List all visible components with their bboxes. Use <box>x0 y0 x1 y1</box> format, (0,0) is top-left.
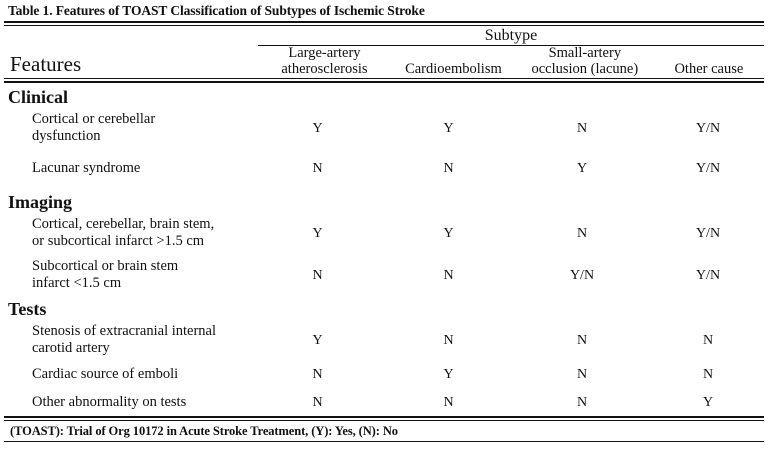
row-label-line-2: infarct <1.5 cm <box>32 275 122 291</box>
cell-value: N <box>576 225 588 241</box>
cell-value: Y <box>443 120 454 136</box>
column-header-line-2: atherosclerosis <box>281 61 368 77</box>
row-values: Y N N N <box>250 332 764 349</box>
subtype-column-headers: Large-artery atherosclerosis Cardioembol… <box>258 45 764 78</box>
row-values: Y Y N Y/N <box>250 225 764 242</box>
row-label-line-1: Lacunar syndrome <box>32 159 141 176</box>
row-label-line-1: Subcortical or brain stem <box>32 258 179 274</box>
column-header-other-cause: Other cause <box>654 61 764 78</box>
cell-value: Y <box>312 225 323 241</box>
column-header-line-1: Other cause <box>674 61 744 77</box>
cell-value: N <box>312 394 323 410</box>
cell-value: Y/N <box>695 225 721 241</box>
cell-value: N <box>312 267 323 283</box>
row-label-line-2: dysfunction <box>32 128 101 144</box>
column-header-line-1: Small-artery <box>548 45 622 61</box>
table-footnote: (TOAST): Trial of Org 10172 in Acute Str… <box>10 424 398 438</box>
section-header-imaging: Imaging <box>8 192 73 212</box>
section-header-tests: Tests <box>8 299 47 319</box>
row-label: Cortical or cerebellar dysfunction <box>4 111 250 145</box>
column-header-line-1: Cardioembolism <box>405 61 502 77</box>
table-header-bottom-rule <box>4 78 764 83</box>
row-values: N N Y Y/N <box>250 160 764 177</box>
column-header-line-1: Large-artery <box>288 45 361 61</box>
subtype-group-label: Subtype <box>484 27 538 44</box>
row-label-line-2: carotid artery <box>32 340 110 356</box>
table-top-rule <box>4 21 764 26</box>
cell-value: N <box>576 120 588 136</box>
row-label: Cortical, cerebellar, brain stem, or sub… <box>4 216 250 250</box>
cell-value: N <box>576 366 588 382</box>
table-body: Clinical Cortical or cerebellar dysfunct… <box>4 83 764 416</box>
table-row: Other abnormality on tests N N N Y <box>4 388 764 416</box>
cell-value: N <box>702 332 714 348</box>
cell-value: N <box>576 332 588 348</box>
table-row: Cardiac source of emboli N Y N N <box>4 360 764 388</box>
row-label-line-1: Cortical, cerebellar, brain stem, <box>32 216 215 232</box>
row-values: Y Y N Y/N <box>250 120 764 137</box>
table-footer-rule <box>4 416 764 421</box>
cell-value: Y <box>312 120 323 136</box>
cell-value: Y/N <box>569 267 595 283</box>
cell-value: N <box>312 366 323 382</box>
row-values: N N N Y <box>250 394 764 411</box>
features-column-header: Features <box>10 52 82 76</box>
row-values: N N Y/N Y/N <box>250 267 764 284</box>
cell-value: Y <box>702 394 714 410</box>
table-row: Stenosis of extracranial internal caroti… <box>4 320 764 360</box>
cell-value: N <box>576 394 588 410</box>
cell-value: N <box>702 366 714 382</box>
row-label: Other abnormality on tests <box>4 394 250 411</box>
cell-value: Y <box>312 332 323 348</box>
cell-value: N <box>443 267 454 283</box>
cell-value: Y/N <box>695 160 721 176</box>
row-label-line-1: Stenosis of extracranial internal <box>32 323 217 339</box>
table-header: Features Subtype Large-artery atheroscle… <box>4 26 764 78</box>
row-values: N Y N N <box>250 366 764 383</box>
cell-value: N <box>443 394 454 410</box>
row-label: Subcortical or brain stem infarct <1.5 c… <box>4 258 250 292</box>
section-header-clinical: Clinical <box>8 87 69 107</box>
row-label-line-1: Cardiac source of emboli <box>32 365 179 382</box>
column-header-line-2: occlusion (lacune) <box>531 61 639 77</box>
table-caption: Table 1. Features of TOAST Classificatio… <box>8 3 425 18</box>
row-label: Cardiac source of emboli <box>4 366 250 383</box>
cell-value: N <box>443 332 454 348</box>
cell-value: N <box>443 160 454 176</box>
row-label: Lacunar syndrome <box>4 160 250 177</box>
table-row: Cortical, cerebellar, brain stem, or sub… <box>4 213 764 253</box>
row-label-line-1: Other abnormality on tests <box>32 393 187 410</box>
subtype-group-header: Subtype Large-artery atherosclerosis Car… <box>258 26 764 78</box>
table-row: Cortical or cerebellar dysfunction Y Y N… <box>4 108 764 148</box>
cell-value: N <box>312 160 323 176</box>
row-label: Stenosis of extracranial internal caroti… <box>4 323 250 357</box>
column-header-large-artery-atherosclerosis: Large-artery atherosclerosis <box>258 45 391 78</box>
table-row: Lacunar syndrome N N Y Y/N <box>4 148 764 188</box>
cell-value: Y/N <box>695 267 721 283</box>
column-header-cardioembolism: Cardioembolism <box>391 61 516 78</box>
cell-value: Y <box>443 366 454 382</box>
cell-value: Y <box>443 225 454 241</box>
subtype-group-rule <box>258 45 764 46</box>
row-label-line-2: or subcortical infarct >1.5 cm <box>32 233 205 249</box>
cell-value: Y/N <box>695 120 721 136</box>
row-label-line-1: Cortical or cerebellar <box>32 111 156 127</box>
table-row: Subcortical or brain stem infarct <1.5 c… <box>4 255 764 295</box>
table-bottom-rule <box>4 441 764 442</box>
cell-value: Y <box>576 160 588 176</box>
column-header-small-artery-occlusion: Small-artery occlusion (lacune) <box>516 45 654 78</box>
